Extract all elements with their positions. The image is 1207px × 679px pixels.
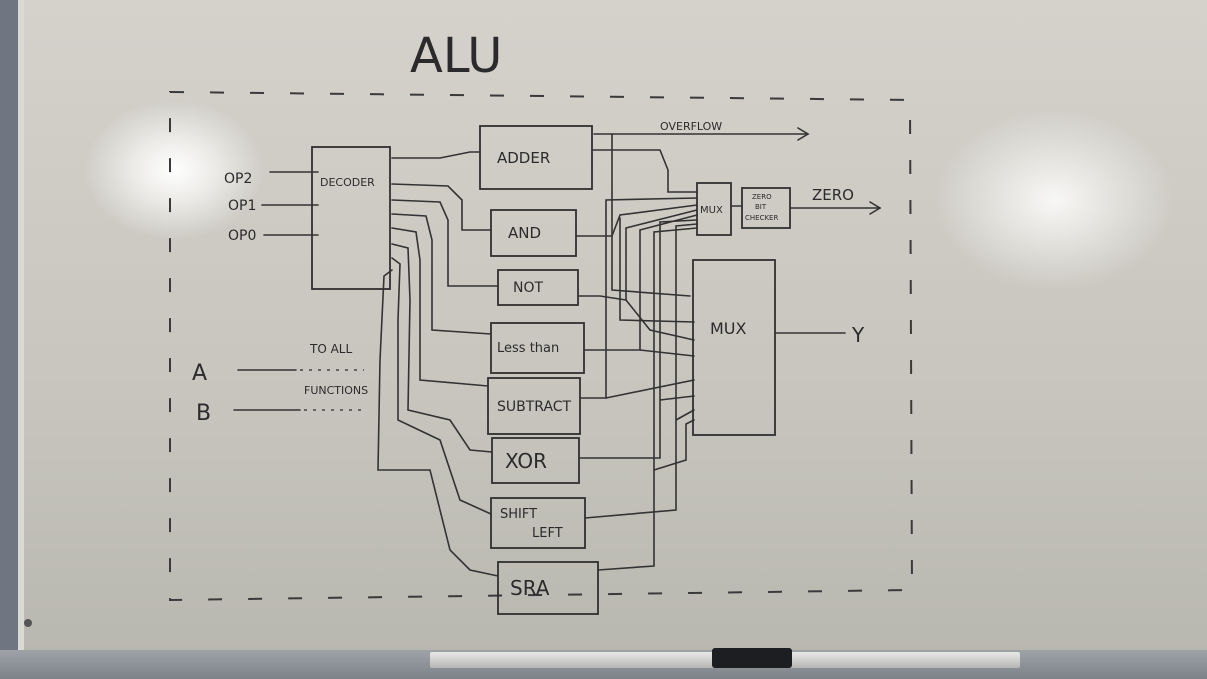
whiteboard (18, 0, 1207, 652)
output-y-label: Y (851, 323, 865, 347)
zero-out-arrow (869, 201, 882, 215)
main-mux-feed-6 (659, 395, 695, 401)
subtract-label: SUBTRACT (497, 399, 572, 415)
not-label: NOT (513, 280, 543, 296)
sra-box (497, 561, 599, 615)
eraser (712, 648, 792, 668)
subtract-box (487, 377, 581, 435)
subtract-out-wire (579, 197, 698, 399)
main-mux-feed-5 (605, 379, 695, 399)
small-mux-box (696, 182, 732, 236)
operand-a-label: A (192, 361, 207, 386)
title: ALU (410, 28, 502, 84)
shift-left-box (490, 497, 586, 549)
and-box (490, 209, 577, 257)
not-box (497, 269, 579, 306)
shift-label: SHIFT (500, 507, 537, 522)
adder-box (479, 125, 593, 190)
op1-label: OP1 (228, 198, 256, 214)
xor-box (491, 437, 580, 484)
decoder-wire-adder (391, 151, 481, 159)
main-mux-feed-4 (639, 349, 695, 357)
and-label: AND (508, 224, 541, 242)
decoder-wire-and (391, 183, 492, 231)
op2-label: OP2 (224, 171, 252, 187)
alu-diagram: ALU DECODER OP2 OP1 OP0 A B TO ALL FUNCT… (169, 28, 914, 615)
decoder-label: DECODER (320, 176, 375, 189)
sra-label: SRA (510, 576, 550, 600)
overflow-label: OVERFLOW (660, 120, 722, 133)
main-mux-feed-3 (625, 299, 695, 341)
decoder-wire-shift (391, 257, 492, 515)
zero-checker-line1: ZERO (752, 193, 772, 201)
and-out-wire (575, 204, 698, 237)
main-mux-label: MUX (710, 319, 747, 338)
overflow-arrow (797, 127, 810, 141)
xor-out-wire (578, 219, 698, 459)
adder-out-wire (591, 149, 698, 193)
decoder-wire-xor (391, 243, 493, 453)
to-all-note: TO ALL (309, 342, 352, 356)
zero-output-label: ZERO (812, 186, 854, 204)
lessthan-out-wire (583, 214, 698, 351)
adder-label: ADDER (497, 149, 550, 167)
decoder-wire-sra (377, 269, 499, 577)
alu-boundary (169, 90, 914, 602)
left-label: LEFT (532, 526, 563, 541)
not-out-wire (577, 209, 698, 301)
op0-label: OP0 (228, 228, 256, 244)
main-mux-feed-1 (611, 133, 691, 297)
small-mux-label: MUX (700, 205, 723, 216)
decoder-box (311, 146, 391, 290)
zero-checker-line2: BIT (755, 203, 767, 211)
main-mux-box (692, 259, 776, 436)
functions-note: FUNCTIONS (304, 384, 368, 397)
decoder-wire-subtract (391, 227, 489, 387)
less-than-box (490, 322, 585, 374)
less-than-label: Less than (497, 341, 559, 356)
main-mux-feed-8 (653, 419, 695, 471)
main-mux-feed-2 (619, 217, 695, 323)
decoder-wire-lessthan (391, 213, 492, 335)
sra-out-wire (597, 227, 698, 571)
decoder-wire-not (391, 199, 499, 287)
zero-checker-line3: CHECKER (745, 214, 778, 222)
board-screw (24, 619, 32, 627)
shift-out-wire (584, 223, 698, 519)
operand-b-label: B (196, 401, 211, 426)
main-mux-feed-7 (675, 409, 695, 421)
xor-label: XOR (505, 449, 547, 473)
